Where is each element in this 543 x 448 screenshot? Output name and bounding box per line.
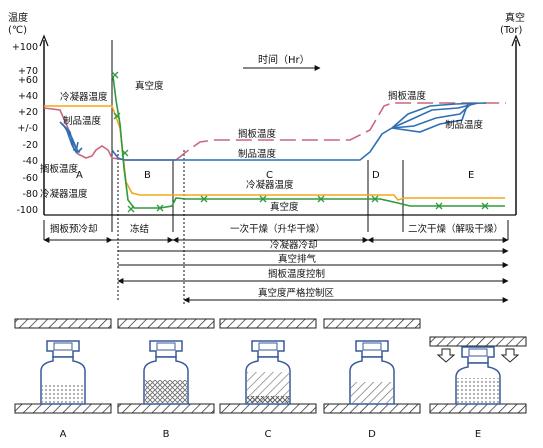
stage-secondary-drying: 二次干燥（解吸干燥） [408,223,503,235]
vial-contents [457,378,499,403]
axes [39,34,521,216]
time-axis-indicator: 时间（Hr） [243,53,321,71]
bar-shelf-control: 搁板温度控制 [268,268,325,280]
stopper-top [362,342,382,351]
y-tick-label: +20 [18,107,38,118]
label-condenser-mid: 冷凝器温度 [246,179,294,191]
y-tick-label: -40 [22,156,38,167]
top-shelf-plate [429,336,527,347]
vial-label: C [265,429,272,440]
stopper-top [258,342,278,351]
y-tick-label: +60 [18,75,38,86]
vial-illustrations: A B C D E [14,318,527,440]
phase-letter-d: D [372,170,380,181]
top-shelf-plate [323,318,421,329]
vial-label: B [163,429,170,440]
vial-contents [42,385,84,403]
vial-label: D [368,429,376,440]
product-curve-right-2 [391,102,479,129]
product-curve-right-1 [391,102,487,129]
y-left-title: 温度 [8,11,28,24]
stopper-top [53,342,73,351]
stage-primary-drying: 一次干燥（升华干燥） [230,223,325,235]
stage-precool: 搁板预冷却 [50,223,98,235]
vial: B [117,318,215,440]
top-shelf-plate [14,318,112,329]
label-shelf-right: 搁板温度 [388,90,427,102]
product-curve-mid [111,127,393,161]
y-tick-label: +/-0 [17,123,38,134]
vial: C [219,318,317,440]
phase-letter-a: A [76,170,83,181]
y-tick-labels: +100 +70+60 +40 +20 +/-0 -20 -40 -60 -80 -100 [12,42,38,216]
press-down-arrow-icon [436,348,456,363]
phase-separators [111,40,404,306]
label-condenser-top: 冷凝器温度 [60,91,108,103]
bottom-shelf-plate [429,403,527,414]
phase-letter-e: E [468,170,474,181]
bottom-shelf-plate [323,403,421,414]
vial: A [14,318,112,440]
y-right-title: 真空 [505,11,525,24]
label-vacuum-mid: 真空度 [270,201,299,213]
vial-contents [145,380,187,403]
y-right-unit: (Tor) [500,25,523,36]
bar-vacuum-pump: 真空排气 [278,253,317,265]
vial-contents [351,382,393,403]
label-vacuum-top: 真空度 [135,80,164,92]
stage-row: 搁板预冷却 冻结 一次干燥（升华干燥） 二次干燥（解吸干燥） [43,220,509,243]
top-shelf-plate [219,318,317,329]
phase-letters: A B C D E [76,170,474,181]
vial: D [323,318,421,440]
y-left-unit: (℃) [8,25,27,36]
bottom-shelf-plate [14,403,112,414]
stopper-top [468,348,488,357]
time-axis-label: 时间（Hr） [258,53,310,66]
y-tick-label: +100 [12,42,38,53]
shelf-curve-right [175,102,506,161]
label-shelf-left: 搁板温度 [40,163,79,175]
y-tick-label: -80 [22,189,38,200]
product-curve-right-3 [391,102,473,129]
vacuum-curve [112,75,505,209]
label-condenser-left: 冷凝器温度 [40,188,88,200]
vial-label: E [475,429,481,440]
label-product-mid: 制品温度 [238,148,277,160]
vial-label: A [60,429,67,440]
product-curve-right-4 [391,102,469,133]
vial-frozen-layer [247,396,289,403]
product-curve-left-3 [63,125,83,154]
y-tick-label: -100 [16,205,38,216]
label-shelf-mid: 搁板温度 [238,128,277,140]
top-shelf-plate [117,318,215,329]
y-tick-label: +70 [18,66,38,77]
bar-strict-vacuum: 真空度严格控制区 [258,287,335,299]
bottom-shelf-plate [117,403,215,414]
press-down-arrow-icon [500,348,520,363]
curve-labels: 冷凝器温度 制品温度 搁板温度 冷凝器温度 真空度 搁板温度 制品温度 冷凝器温… [40,80,484,213]
label-product-right: 制品温度 [445,119,484,131]
condenser-curve [44,105,505,201]
phase-letter-b: B [144,170,151,181]
curves [43,75,506,209]
vial: E [429,336,527,440]
y-tick-label: +40 [18,91,38,102]
phase-letter-c: C [266,170,273,181]
vacuum-markers [111,71,489,213]
y-tick-label: -20 [22,140,38,151]
label-product-left: 制品温度 [63,115,102,127]
stopper-top [156,342,176,351]
stage-freeze: 冻结 [130,223,149,235]
control-bars: 冷凝器冷却 真空排气 搁板温度控制 真空度严格控制区 [117,239,509,303]
y-tick-label: -60 [22,173,38,184]
bottom-shelf-plate [219,403,317,414]
bar-condenser-cooling: 冷凝器冷却 [270,239,318,251]
shelf-curve-left [43,107,176,161]
